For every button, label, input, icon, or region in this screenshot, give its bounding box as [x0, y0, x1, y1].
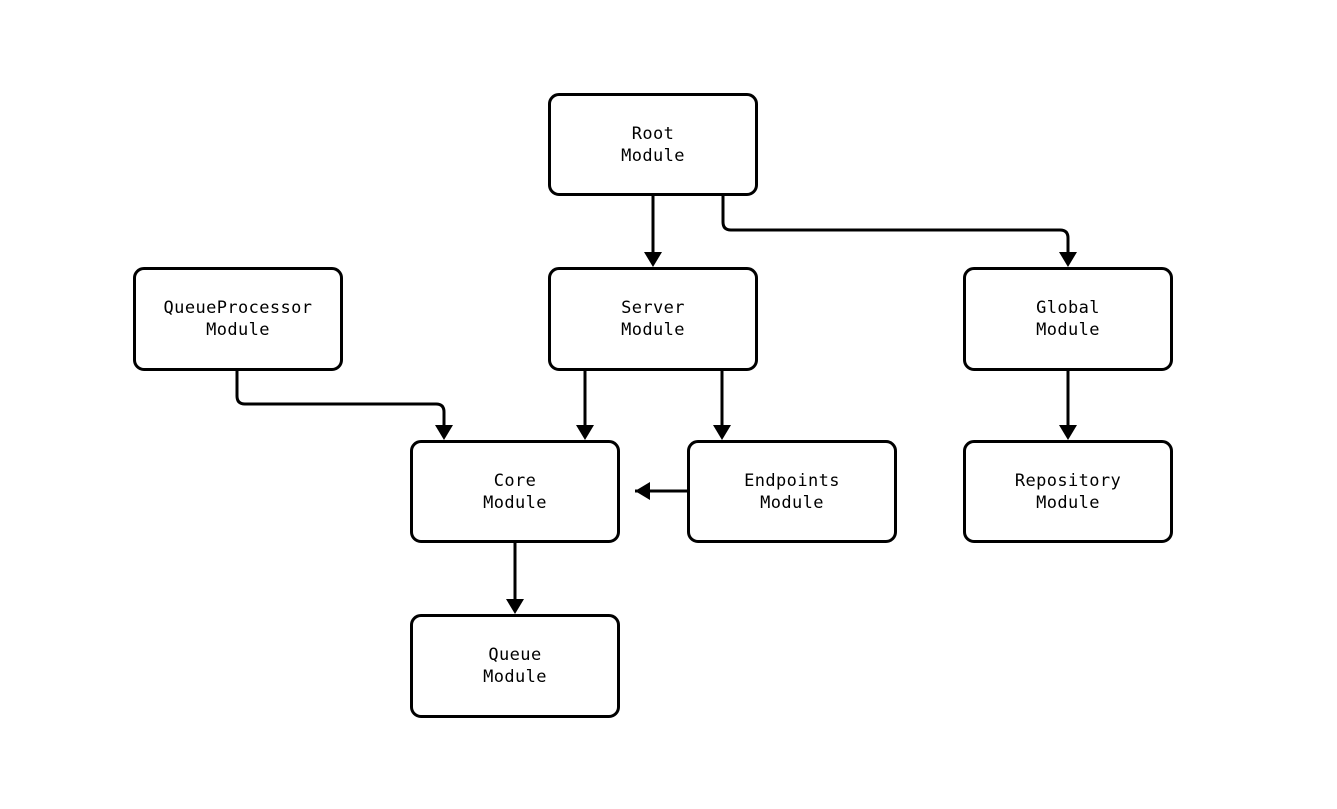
node-label-root: Root Module: [621, 123, 685, 166]
arrowhead: [635, 482, 650, 500]
edge-global-to-repository: [1059, 371, 1077, 440]
edge-root-to-server: [644, 196, 662, 267]
node-root[interactable]: Root Module: [548, 93, 758, 196]
arrowhead: [713, 425, 731, 440]
edge-server-to-endpoints: [713, 371, 731, 440]
arrowhead: [1059, 425, 1077, 440]
node-repository[interactable]: Repository Module: [963, 440, 1173, 543]
edge-root-to-global: [721, 196, 1077, 267]
node-endpoints[interactable]: Endpoints Module: [687, 440, 897, 543]
node-core[interactable]: Core Module: [410, 440, 620, 543]
edge-core-to-queue: [506, 543, 524, 614]
node-global[interactable]: Global Module: [963, 267, 1173, 371]
arrowhead: [1059, 252, 1077, 267]
node-queueprocessor[interactable]: QueueProcessor Module: [133, 267, 343, 371]
edge-queueprocessor-to-core: [235, 371, 453, 440]
node-label-queueprocessor: QueueProcessor Module: [163, 298, 313, 340]
node-queue[interactable]: Queue Module: [410, 614, 620, 718]
arrowhead: [644, 252, 662, 267]
arrowhead: [435, 425, 453, 440]
node-label-repository: Repository Module: [1014, 470, 1122, 513]
node-label-queue: Queue Module: [483, 645, 547, 687]
node-label-core: Core Module: [483, 470, 547, 513]
node-label-endpoints: Endpoints Module: [744, 470, 840, 513]
arrowhead: [576, 425, 594, 440]
node-server[interactable]: Server Module: [548, 267, 758, 371]
arrowhead: [506, 599, 524, 614]
node-label-server: Server Module: [621, 298, 685, 340]
edge-server-to-core: [576, 371, 594, 440]
node-label-global: Global Module: [1036, 298, 1100, 340]
edge-endpoints-to-core: [635, 482, 687, 500]
